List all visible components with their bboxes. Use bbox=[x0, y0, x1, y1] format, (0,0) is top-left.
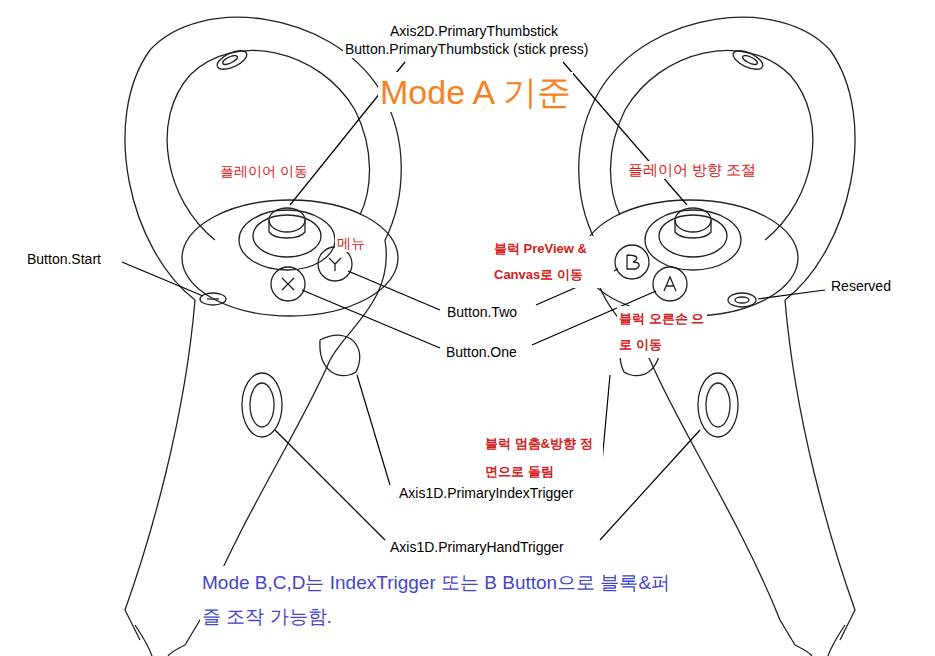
title: Mode A 기준 bbox=[378, 72, 573, 112]
axis-name: Axis2D.PrimaryThumbstick bbox=[388, 22, 560, 40]
controller-outline bbox=[125, 17, 855, 656]
function-note: 플레이어 이동 bbox=[218, 162, 310, 180]
function-note: 메뉴 bbox=[335, 234, 367, 252]
axis-name: Axis1D.PrimaryIndexTrigger bbox=[397, 484, 576, 502]
button-name: Button.Two bbox=[445, 303, 519, 321]
leader-lines bbox=[122, 62, 825, 540]
button-name: Button.Start bbox=[25, 250, 103, 268]
button-name: Button.PrimaryThumbstick (stick press) bbox=[343, 40, 591, 58]
caption: Mode B,C,D는 IndexTrigger 또는 B Button으로 블… bbox=[200, 566, 674, 634]
button-name: Button.One bbox=[444, 343, 519, 361]
button-name: Reserved bbox=[829, 277, 893, 295]
function-note: 블럭 오른손 으로 이동 bbox=[617, 306, 707, 358]
function-note: 블럭 PreView & Canvas로 이동 bbox=[492, 236, 614, 288]
function-note: 블럭 멈춤&방향 정면으로 돌림 bbox=[483, 430, 603, 486]
function-note: 플레이어 방향 조절 bbox=[626, 161, 758, 179]
axis-name: Axis1D.PrimaryHandTrigger bbox=[388, 538, 566, 556]
